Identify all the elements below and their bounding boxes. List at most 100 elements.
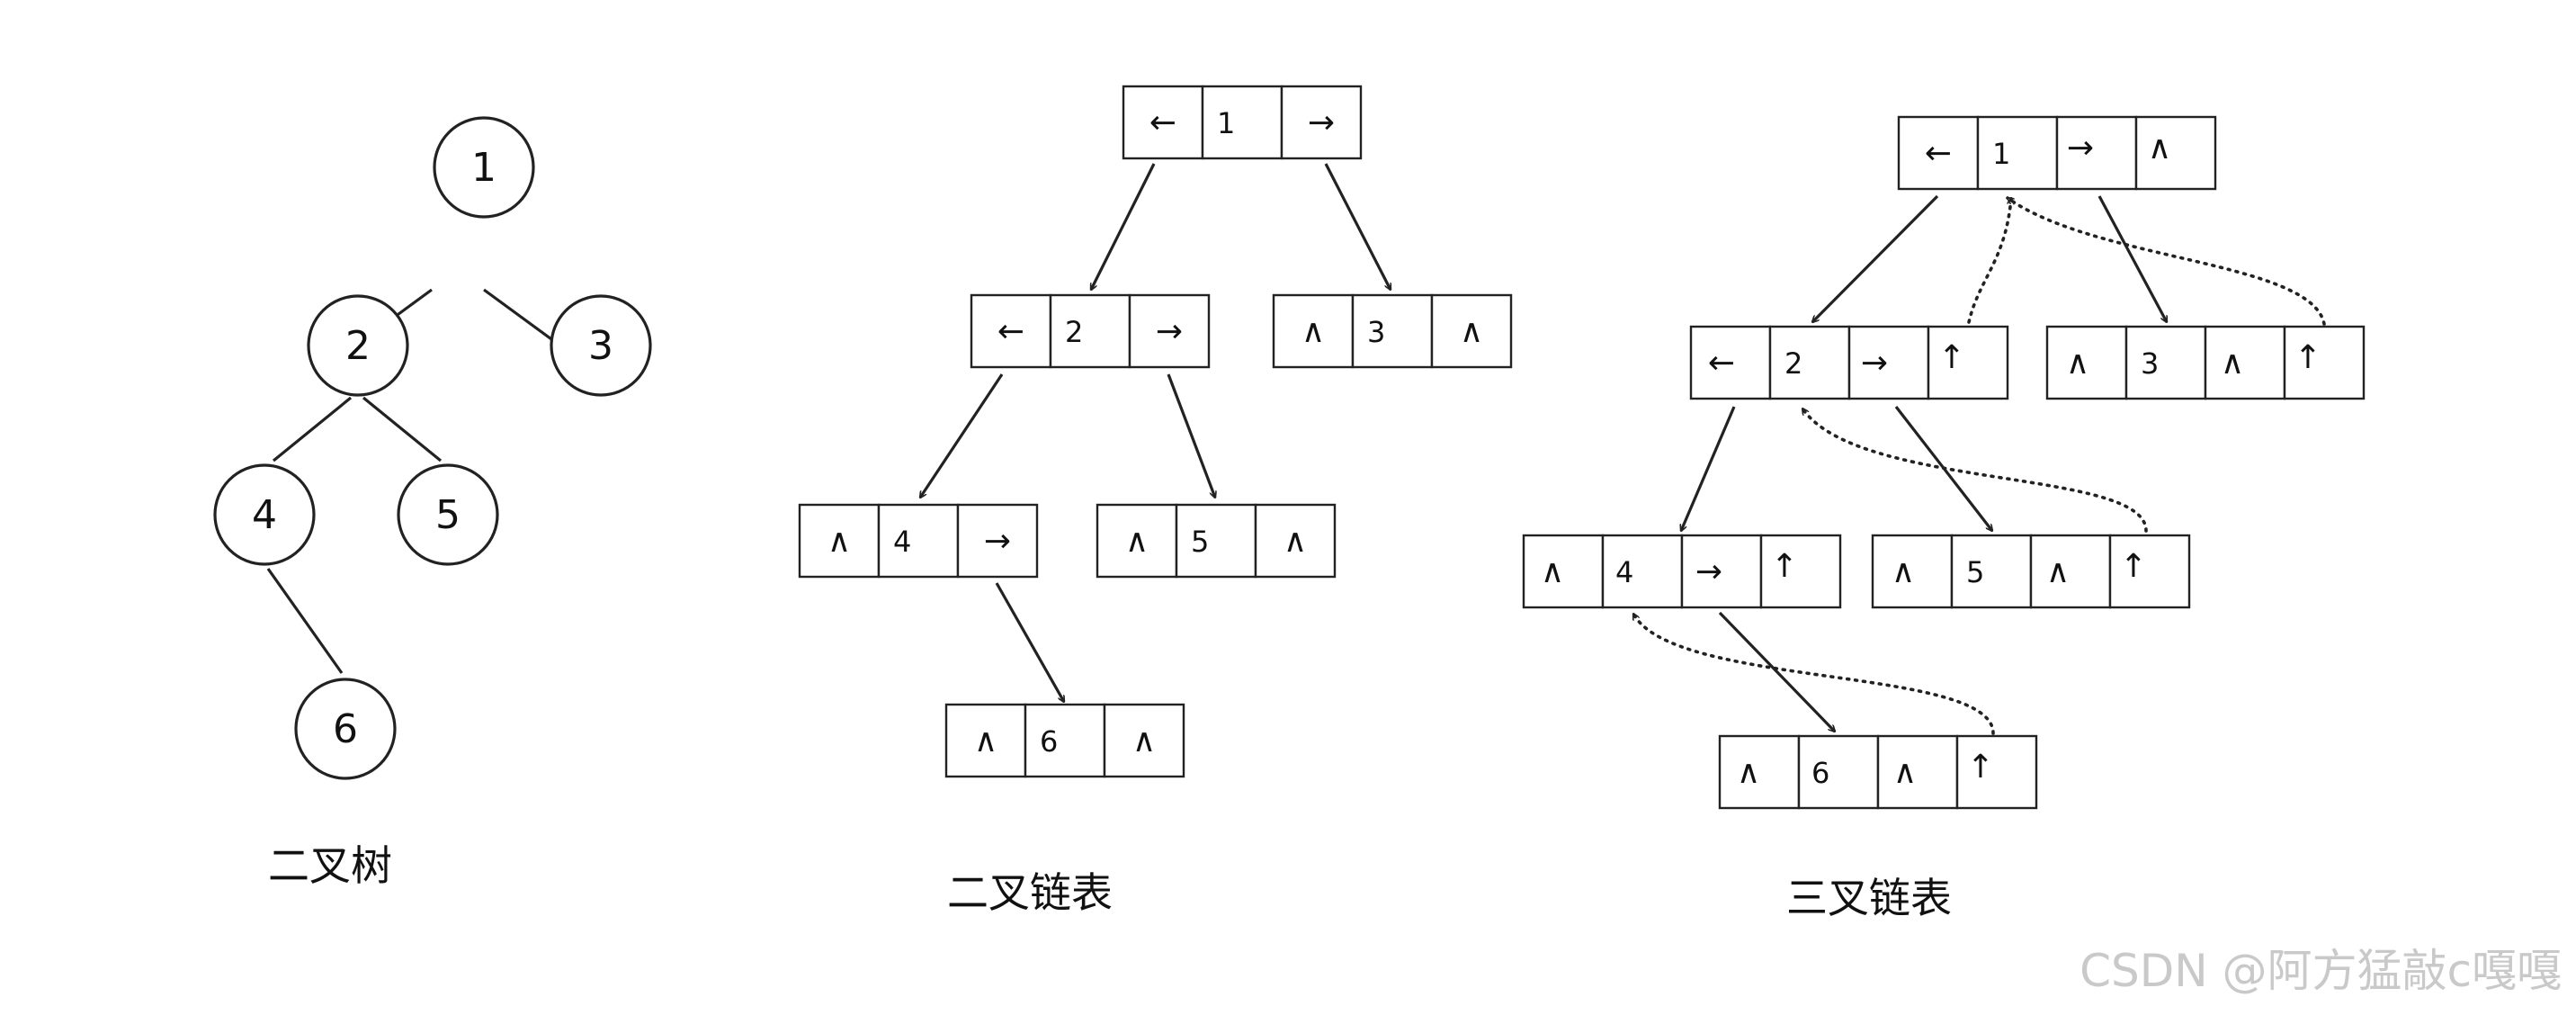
- tree-node: [433, 116, 535, 219]
- right-pointer-cell: [1128, 293, 1211, 369]
- data-cell: [1024, 703, 1106, 778]
- right-pointer-cell: [1430, 293, 1513, 369]
- data-cell: [1351, 293, 1434, 369]
- cell-symbol: ↑: [2120, 548, 2147, 585]
- tree-node-label: 1: [471, 145, 496, 191]
- right-pointer-cell: [2204, 325, 2286, 400]
- cell-symbol: →: [2067, 130, 2094, 166]
- right-pointer-cell: [1680, 534, 1763, 609]
- data-cell: [1049, 293, 1131, 369]
- cell-value: 6: [1811, 756, 1829, 790]
- list-node: ∧ 3 ∧ ↑: [2045, 325, 2366, 400]
- pointer-arrow: [920, 373, 1004, 498]
- list-node: ∧ 5 ∧ ↑: [1871, 534, 2191, 609]
- cell-symbol: ∧: [1301, 313, 1325, 350]
- cell-symbol: →: [1156, 313, 1183, 350]
- cell-symbol: ∧: [2046, 553, 2070, 590]
- ternary-linked-list: ← 1 → ∧ ← 2 → ↑ ∧ 3 ∧ ↑: [1522, 115, 2366, 922]
- list-node: ∧ 6 ∧ ↑: [1718, 734, 2038, 810]
- cell-symbol: ←: [1149, 104, 1176, 141]
- tree-node-label: 5: [435, 492, 461, 538]
- cell-symbol: ←: [1925, 135, 1952, 172]
- cell-symbol: ∧: [2148, 130, 2171, 166]
- list-node: ← 2 → ↑: [1689, 325, 2009, 400]
- pointer-arrow: [1812, 194, 1939, 322]
- cell-symbol: ∧: [1541, 553, 1564, 590]
- cell-value: 3: [1367, 315, 1385, 349]
- right-pointer-cell: [2055, 115, 2138, 191]
- data-cell: [1950, 534, 2033, 609]
- left-pointer-cell: [1122, 85, 1204, 160]
- tree-node: [307, 294, 409, 397]
- list-node: ∧ 4 →: [798, 503, 1039, 579]
- left-pointer-cell: [944, 703, 1027, 778]
- cell-symbol: ↑: [1967, 749, 1994, 786]
- tree-node-label: 3: [588, 323, 613, 369]
- data-cell: [2124, 325, 2207, 400]
- cell-symbol: →: [984, 523, 1011, 560]
- pointer-arrow: [1681, 406, 1736, 531]
- tree-edge: [483, 288, 559, 346]
- left-pointer-cell: [798, 503, 881, 579]
- tree-node: [397, 463, 499, 566]
- watermark: CSDN @阿方猛敲c嘎嘎: [2080, 945, 2562, 997]
- cell-symbol: ∧: [1737, 754, 1760, 791]
- list-node: ∧ 3 ∧: [1272, 293, 1513, 369]
- cell-symbol: ∧: [1893, 754, 1917, 791]
- tree-node-label: 6: [333, 706, 358, 752]
- data-cell: [1201, 85, 1284, 160]
- list-node: ∧ 4 → ↑: [1522, 534, 1842, 609]
- binary-tree-caption: 二叉树: [268, 841, 392, 890]
- tree-node: [550, 294, 652, 397]
- cell-symbol: ←: [997, 313, 1024, 350]
- left-pointer-cell: [1272, 293, 1355, 369]
- cell-value: 1: [1217, 106, 1235, 140]
- left-pointer-cell: [1689, 325, 1772, 400]
- left-pointer-cell: [1522, 534, 1605, 609]
- parent-pointer-arrow: [1801, 409, 2148, 533]
- cell-symbol: ↑: [2294, 339, 2321, 376]
- tree-node-label: 4: [252, 492, 277, 538]
- tree-node-label: 2: [345, 323, 371, 369]
- cell-symbol: ←: [1708, 345, 1735, 382]
- tree-edge: [362, 396, 443, 463]
- tree-edge: [266, 568, 344, 674]
- cell-value: 2: [1784, 346, 1802, 381]
- list-node: ← 2 →: [970, 293, 1211, 369]
- pointer-arrow: [1089, 163, 1156, 290]
- tree-edge: [272, 396, 353, 463]
- left-pointer-cell: [1871, 534, 1954, 609]
- cell-symbol: →: [1695, 553, 1722, 590]
- data-cell: [1768, 325, 1851, 400]
- right-pointer-cell: [1280, 85, 1363, 160]
- pointer-arrow: [1718, 611, 1835, 732]
- left-pointer-cell: [1897, 115, 1980, 191]
- cell-symbol: ↑: [1771, 548, 1798, 585]
- binary-linked-list-caption: 二叉链表: [947, 868, 1113, 917]
- list-node: ← 1 →: [1122, 85, 1363, 160]
- parent-pointer-cell: [2134, 115, 2217, 191]
- cell-symbol: ∧: [827, 523, 851, 560]
- right-pointer-cell: [1254, 503, 1337, 579]
- cell-symbol: ∧: [2066, 345, 2089, 382]
- cell-value: 4: [893, 525, 911, 559]
- cell-symbol: ↑: [1938, 339, 1965, 376]
- pointer-arrow: [2097, 195, 2169, 322]
- data-cell: [1601, 534, 1684, 609]
- parent-pointer-cell: [1927, 325, 2009, 400]
- cell-symbol: ∧: [1284, 523, 1307, 560]
- cell-symbol: ∧: [2221, 345, 2244, 382]
- left-pointer-cell: [1096, 503, 1178, 579]
- cell-symbol: →: [1308, 104, 1335, 141]
- parent-pointer-cell: [2283, 325, 2366, 400]
- binary-tree: 1 2 3 4 5 6 二叉树: [213, 116, 652, 890]
- right-pointer-cell: [956, 503, 1039, 579]
- left-pointer-cell: [970, 293, 1052, 369]
- right-pointer-cell: [2029, 534, 2112, 609]
- list-node: ∧ 5 ∧: [1096, 503, 1337, 579]
- pointer-arrow: [995, 582, 1066, 702]
- cell-value: 6: [1040, 724, 1058, 759]
- data-cell: [1175, 503, 1257, 579]
- cell-symbol: →: [1861, 345, 1888, 382]
